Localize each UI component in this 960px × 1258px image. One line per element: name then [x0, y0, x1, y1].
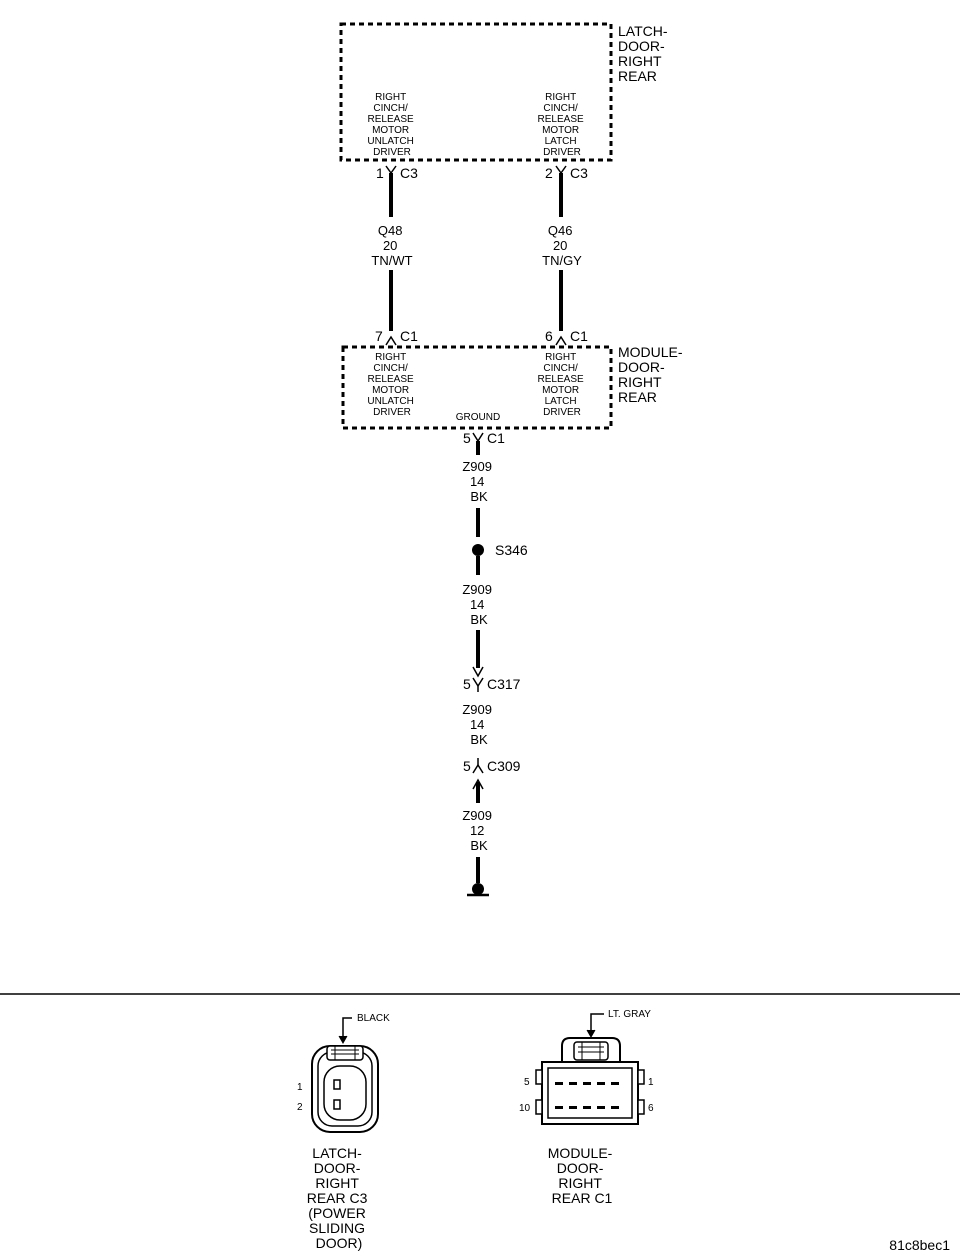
- module-component-box: [341, 345, 613, 430]
- c309-connector: C309: [487, 758, 521, 774]
- latch-c3-color-leader: [342, 1017, 352, 1042]
- module-c1-right-pin: 6: [545, 328, 553, 344]
- latch-pin-latch-label: RIGHT CINCH/ RELEASE MOTOR LATCH DRIVER: [538, 92, 587, 158]
- latch-c3-cavity-1: [333, 1079, 341, 1090]
- module-c1-color-leader: [590, 1013, 604, 1036]
- c317-pin: 5: [463, 676, 471, 692]
- module-c1-pin-label-1: 1: [648, 1077, 654, 1088]
- latch-c3-connector-view: BLACK 1 2: [297, 1013, 390, 1133]
- arrow-into-c317: [472, 666, 484, 678]
- module-c1-ground-connector: C1: [487, 430, 505, 446]
- latch-c3-caption: LATCH- DOOR- RIGHT REAR C3 (POWER SLIDIN…: [307, 1145, 372, 1251]
- module-c1-color-label: LT. GRAY: [608, 1009, 651, 1020]
- splice-s346-label: S346: [495, 542, 528, 558]
- latch-c3-left-pin: 1: [376, 165, 384, 181]
- c317-connector: C317: [487, 676, 521, 692]
- module-c1-pin-label-5: 5: [524, 1077, 530, 1088]
- latch-c3-pin-label-2: 2: [297, 1102, 303, 1113]
- latch-c3-color-label: BLACK: [357, 1013, 390, 1024]
- latch-component-box: [339, 22, 613, 162]
- connector-symbol-latch-c3-left: [385, 165, 397, 175]
- module-c1-caption: MODULE- DOOR- RIGHT REAR C1: [548, 1145, 616, 1206]
- module-c1-cavity-row1: [555, 1082, 563, 1085]
- connector-symbol-module-c1-right: [555, 335, 567, 346]
- module-c1-cavity-row2: [555, 1106, 563, 1109]
- latch-c3-right-connector: C3: [570, 165, 588, 181]
- latch-c3-left-connector: C3: [400, 165, 418, 181]
- module-c1-left-pin: 7: [375, 328, 383, 344]
- latch-c3-pin-label-1: 1: [297, 1082, 303, 1093]
- module-c1-ground-pin: 5: [463, 430, 471, 446]
- module-c1-pin-label-6: 6: [648, 1103, 654, 1114]
- connector-symbol-module-c1-ground: [472, 432, 484, 443]
- module-c1-left-connector: C1: [400, 328, 418, 344]
- wire-z909-label-2: Z909 14 BK: [462, 582, 495, 627]
- module-pin-latch-label: RIGHT CINCH/ RELEASE MOTOR LATCH DRIVER: [538, 352, 587, 418]
- module-c1-connector-view: LT. GRAY 5 1 10 6: [519, 1009, 654, 1125]
- arrow-out-of-c309: [472, 778, 484, 790]
- wire-z909-label-3: Z909 14 BK: [462, 702, 495, 747]
- connector-symbol-c309: [472, 763, 484, 774]
- wire-q48-label: Q48 20 TN/WT: [371, 223, 412, 268]
- chassis-ground-icon: [467, 883, 489, 897]
- c309-pin: 5: [463, 758, 471, 774]
- wire-z909-label-4: Z909 12 BK: [462, 808, 495, 853]
- connector-symbol-latch-c3-right: [555, 165, 567, 175]
- wire-z909-label-1: Z909 14 BK: [462, 459, 495, 504]
- module-pin-unlatch-label: RIGHT CINCH/ RELEASE MOTOR UNLATCH DRIVE…: [367, 352, 416, 418]
- splice-s346-dot: [472, 544, 484, 556]
- module-c1-right-connector: C1: [570, 328, 588, 344]
- connector-symbol-module-c1-left: [385, 335, 397, 346]
- module-ground-pin-label: GROUND: [456, 412, 500, 423]
- latch-pin-unlatch-label: RIGHT CINCH/ RELEASE MOTOR UNLATCH DRIVE…: [367, 92, 416, 158]
- module-component-name: MODULE- DOOR- RIGHT REAR: [618, 344, 686, 405]
- latch-component-name: LATCH- DOOR- RIGHT REAR: [618, 23, 671, 84]
- latch-c3-cavity-2: [333, 1099, 341, 1110]
- connector-symbol-c317: [472, 677, 484, 688]
- wire-q46-label: Q46 20 TN/GY: [542, 223, 582, 268]
- image-code: 81c8bec1: [889, 1237, 950, 1253]
- latch-c3-right-pin: 2: [545, 165, 553, 181]
- module-c1-pin-label-10: 10: [519, 1103, 531, 1114]
